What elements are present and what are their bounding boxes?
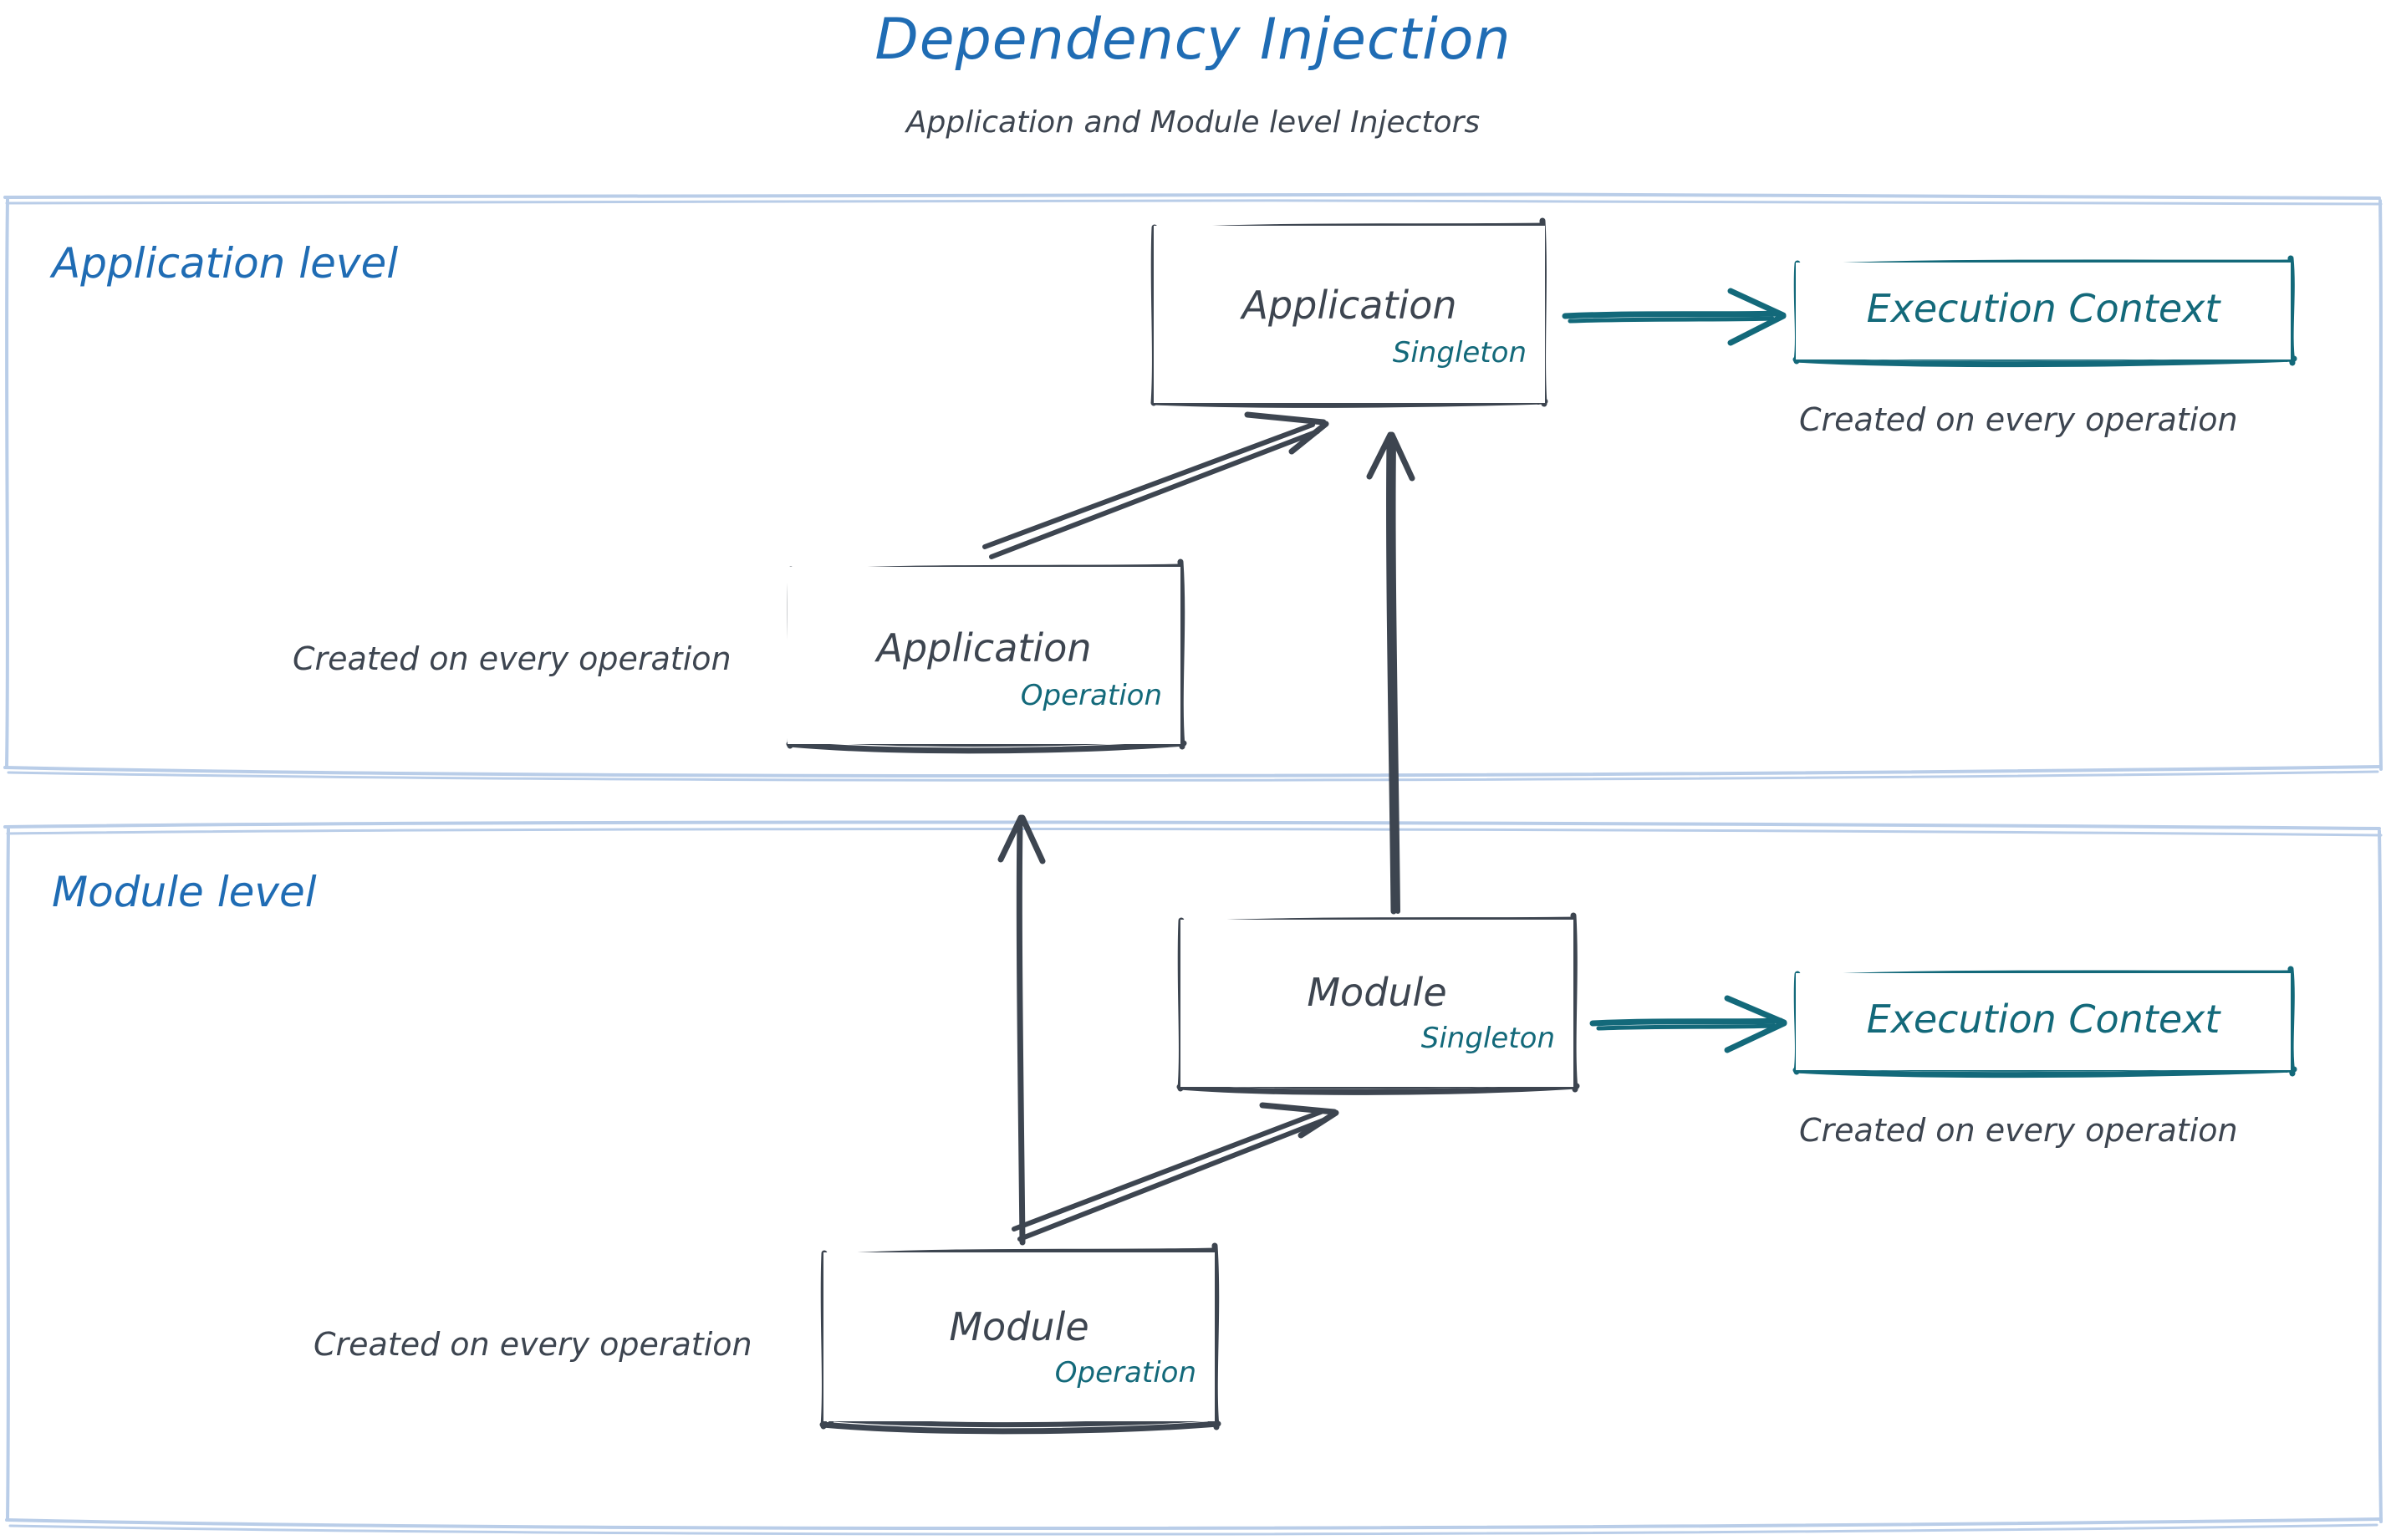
execution-context-application[interactable]: Execution Context bbox=[1796, 263, 2291, 360]
caption-execution-context-module: Created on every operation bbox=[1799, 1112, 2238, 1149]
application-level-label: Application level bbox=[52, 239, 399, 288]
application-level-panel-border bbox=[3, 191, 2383, 782]
node-application-operation[interactable]: Application Operation bbox=[788, 567, 1180, 744]
edge-app-operation-to-app-singleton bbox=[982, 411, 1329, 559]
module-level-label: Module level bbox=[52, 868, 317, 916]
node-module-operation[interactable]: Module Operation bbox=[823, 1252, 1215, 1421]
caption-application-operation: Created on every operation bbox=[293, 640, 732, 677]
node-application-singleton[interactable]: Application Singleton bbox=[1154, 226, 1545, 403]
caption-module-operation: Created on every operation bbox=[314, 1326, 752, 1363]
node-application-singleton-title: Application bbox=[1241, 283, 1457, 328]
node-application-operation-scope: Operation bbox=[1020, 679, 1162, 712]
edge-mod-operation-to-app-operation bbox=[997, 814, 1046, 1246]
execution-context-module-label: Execution Context bbox=[1866, 997, 2220, 1042]
edge-mod-singleton-to-app-singleton bbox=[1366, 431, 1415, 915]
node-application-operation-title: Application bbox=[876, 625, 1092, 671]
execution-context-application-label: Execution Context bbox=[1866, 286, 2220, 331]
node-module-singleton[interactable]: Module Singleton bbox=[1180, 920, 1573, 1087]
page-subtitle: Application and Module level Injectors bbox=[905, 105, 1481, 140]
page-title: Dependency Injection bbox=[874, 7, 1512, 73]
node-module-singleton-title: Module bbox=[1307, 970, 1447, 1015]
caption-execution-context-application: Created on every operation bbox=[1799, 401, 2238, 438]
execution-context-module[interactable]: Execution Context bbox=[1796, 973, 2291, 1070]
node-module-singleton-scope: Singleton bbox=[1420, 1022, 1555, 1055]
edge-mod-operation-to-mod-singleton bbox=[1012, 1102, 1339, 1242]
node-module-operation-title: Module bbox=[949, 1304, 1089, 1349]
node-application-singleton-scope: Singleton bbox=[1392, 336, 1527, 370]
module-level-panel-border bbox=[3, 820, 2383, 1536]
edge-mod-singleton-to-exec-context bbox=[1589, 995, 1787, 1053]
node-module-operation-scope: Operation bbox=[1054, 1356, 1196, 1390]
edge-app-singleton-to-exec-context bbox=[1562, 288, 1787, 346]
